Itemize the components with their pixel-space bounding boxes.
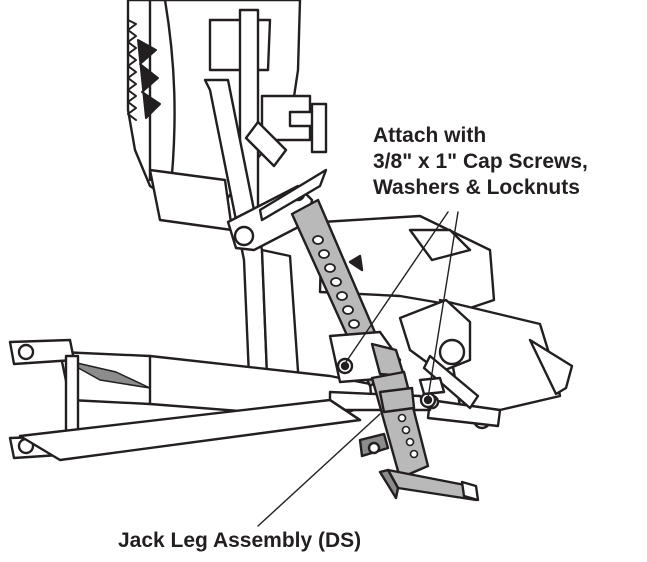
pivot-bracket: [226, 168, 328, 252]
callout-attach-line-2: 3/8" x 1" Cap Screws,: [373, 150, 588, 173]
jack-crank: [358, 432, 390, 458]
jack-foot: [378, 468, 480, 502]
callout-attach-line-3: Washers & Locknuts: [373, 176, 580, 199]
leader-line-lower-bolt: [427, 211, 459, 399]
leader-lines: [257, 211, 459, 527]
callout-jack-label: Jack Leg Assembly (DS): [118, 529, 362, 552]
lower-frame: [18, 398, 362, 462]
leader-line-upper-bolt: [345, 211, 449, 363]
gear-teeth: [127, 19, 161, 121]
callout-attach-hardware: Attach with 3/8" x 1" Cap Screws, Washer…: [373, 123, 588, 201]
leader-line-jack: [257, 413, 381, 527]
jack-inner-leg: [370, 370, 430, 480]
hydraulic-fitting: [244, 94, 328, 168]
jack-mount-bracket: [328, 330, 406, 384]
frame-post: [148, 78, 302, 402]
cap-screw-detail: [418, 376, 446, 409]
mounting-plate: [398, 298, 480, 410]
callout-jack-leg: Jack Leg Assembly (DS): [118, 528, 361, 554]
callout-attach-line-1: Attach with: [373, 124, 487, 147]
